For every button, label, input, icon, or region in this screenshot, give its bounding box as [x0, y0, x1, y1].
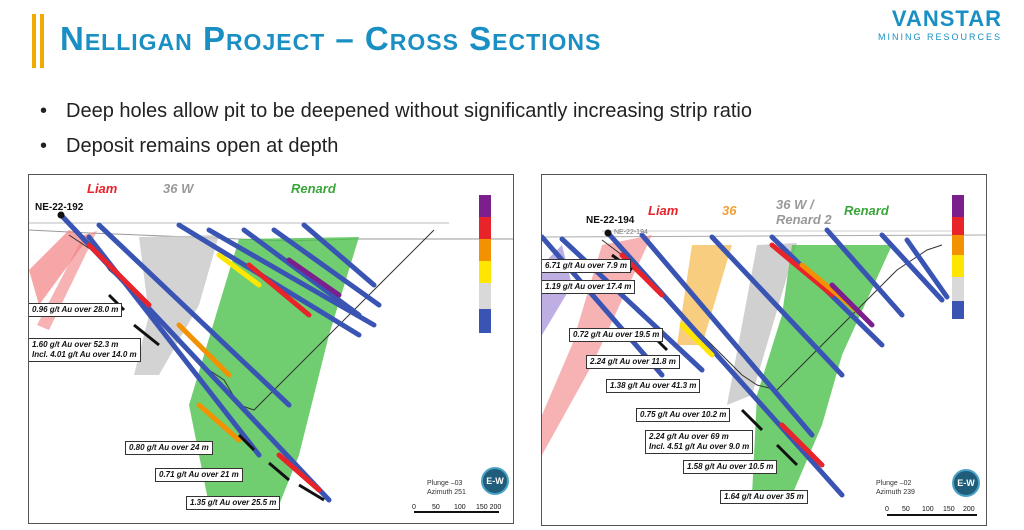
assay-callout: 1.38 g/t Au over 41.3 m: [606, 379, 701, 393]
zone-label-liam: Liam: [87, 181, 118, 196]
zone-label-36w: 36 W: [163, 181, 194, 196]
assay-callout: 1.64 g/t Au over 35 m: [720, 490, 808, 504]
bullet-text: Deep holes allow pit to be deepened with…: [66, 100, 752, 122]
assay-callout: 2.24 g/t Au over 69 m Incl. 4.51 g/t Au …: [645, 430, 754, 454]
assay-callout: 2.24 g/t Au over 11.8 m: [586, 355, 680, 369]
legend-swatch: [479, 283, 491, 309]
scale-tick: 100: [922, 506, 934, 513]
assay-callout: 0.96 g/t Au over 28.0 m: [29, 303, 123, 317]
assay-callout: 1.60 g/t Au over 52.3 m Incl. 4.01 g/t A…: [29, 338, 141, 362]
bullet-text: Deposit remains open at depth: [66, 135, 339, 157]
assay-callout: 6.71 g/t Au over 7.9 m: [542, 259, 631, 273]
zone-label-36: 36: [722, 203, 737, 218]
bullet-item: •Deep holes allow pit to be deepened wit…: [40, 100, 752, 122]
legend-swatch: [952, 235, 964, 255]
legend-swatch: [479, 261, 491, 283]
plunge-azimuth: Plunge –03 Azimuth 251: [427, 480, 466, 496]
section-drawing-left: [29, 211, 513, 513]
zone-label-36w-renard2: 36 W / Renard 2: [776, 197, 832, 227]
legend-swatch: [952, 217, 964, 235]
legend-swatch: [952, 301, 964, 319]
assay-callout: 0.75 g/t Au over 10.2 m: [636, 408, 731, 422]
bullet-list: •Deep holes allow pit to be deepened wit…: [40, 100, 752, 170]
assay-callout: 0.72 g/t Au over 19.5 m: [569, 328, 664, 342]
logo: VANSTAR: [891, 6, 1002, 31]
hole-id-label: NE-22-194: [586, 215, 635, 226]
compass-icon: E-W: [952, 469, 980, 497]
bullet-item: •Deposit remains open at depth: [40, 135, 339, 157]
section-drawing-right: [542, 227, 986, 516]
assay-callout: 0.80 g/t Au over 24 m: [125, 441, 213, 455]
scale-tick: 150: [943, 506, 955, 513]
assay-callout: 1.58 g/t Au over 10.5 m: [683, 460, 778, 474]
scale-tick: 100: [454, 504, 466, 511]
logo-subtitle: MINING RESOURCES: [877, 32, 1002, 42]
legend-swatch: [479, 195, 491, 217]
page-title: Nelligan Project – Cross Sections: [60, 20, 602, 57]
compass-icon: E-W: [481, 467, 509, 495]
cross-section-right: Liam 36 36 W / Renard 2 Renard NE-22-194…: [541, 174, 987, 526]
hole-id-label: NE-22-192: [35, 202, 84, 213]
scale-tick: 200: [963, 506, 975, 513]
legend-swatch: [952, 277, 964, 301]
hole-id-label-faint: NE-22-194: [614, 229, 648, 236]
cross-section-left: Liam 36 W Renard NE-22-192 0.96 g/t Au o…: [28, 174, 514, 524]
legend-swatch: [479, 309, 491, 333]
scale-tick: 0: [412, 504, 416, 511]
assay-callout: 1.19 g/t Au over 17.4 m: [542, 280, 636, 294]
accent-bar-1: [32, 14, 36, 68]
scale-tick: 150 200: [476, 504, 502, 511]
plunge-azimuth: Plunge –02 Azimuth 239: [876, 480, 915, 496]
zone-label-renard: Renard: [844, 203, 889, 218]
scale-tick: 50: [902, 506, 910, 513]
accent-bar-2: [40, 14, 44, 68]
zone-label-liam: Liam: [648, 203, 679, 218]
legend-swatch: [479, 217, 491, 239]
legend-swatch: [952, 195, 964, 217]
legend-swatch: [952, 255, 964, 277]
assay-callout: 0.71 g/t Au over 21 m: [155, 468, 243, 482]
legend-swatch: [479, 239, 491, 261]
scale-tick: 50: [432, 504, 440, 511]
zone-label-renard: Renard: [291, 181, 336, 196]
scale-tick: 0: [885, 506, 889, 513]
assay-callout: 1.35 g/t Au over 25.5 m: [186, 496, 281, 510]
